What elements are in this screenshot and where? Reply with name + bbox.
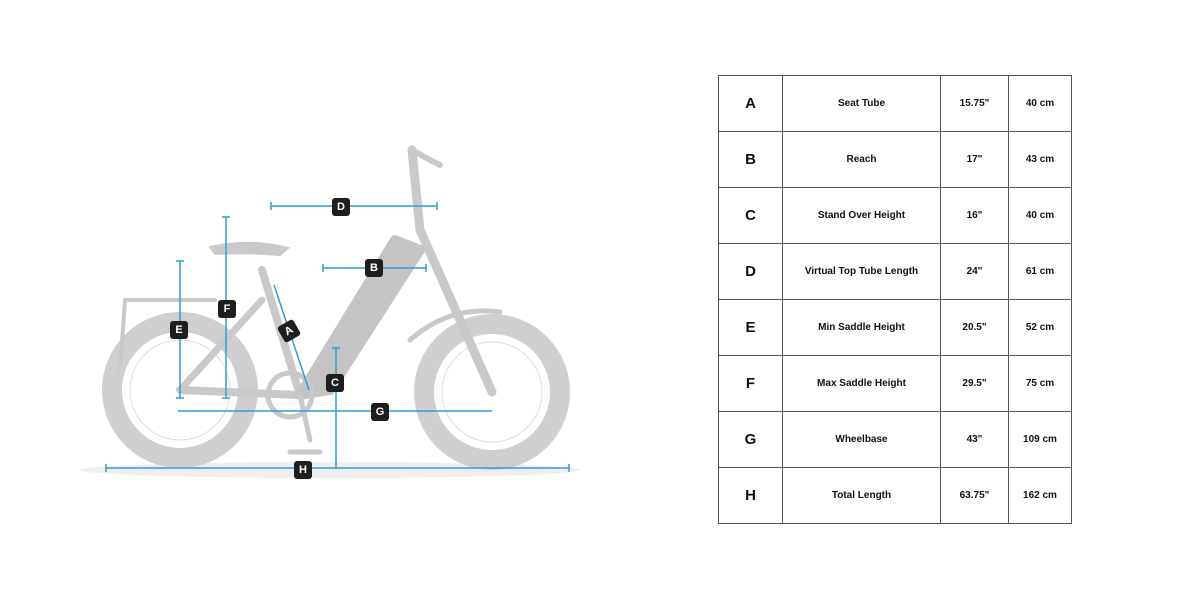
measurement-name: Seat Tube — [782, 75, 941, 132]
value-inches: 43" — [940, 411, 1009, 468]
measurement-name: Reach — [782, 131, 941, 188]
row-key: G — [718, 411, 783, 468]
value-cm: 109 cm — [1008, 411, 1072, 468]
value-cm: 75 cm — [1008, 355, 1072, 412]
measurement-name: Min Saddle Height — [782, 299, 941, 356]
value-inches: 15.75" — [940, 75, 1009, 132]
label-g: G — [371, 403, 389, 421]
measurement-name: Total Length — [782, 467, 941, 524]
row-key: F — [718, 355, 783, 412]
label-d: D — [332, 198, 350, 216]
value-cm: 61 cm — [1008, 243, 1072, 300]
front-wheel — [414, 314, 570, 470]
label-f: F — [218, 300, 236, 318]
value-inches: 17" — [940, 131, 1009, 188]
row-key: H — [718, 467, 783, 524]
fork — [407, 145, 497, 397]
row-key: A — [718, 75, 783, 132]
row-key: D — [718, 243, 783, 300]
value-cm: 40 cm — [1008, 75, 1072, 132]
crank — [265, 370, 315, 420]
value-cm: 162 cm — [1008, 467, 1072, 524]
value-inches: 29.5" — [940, 355, 1009, 412]
seat — [208, 241, 291, 257]
measurement-name: Stand Over Height — [782, 187, 941, 244]
measurement-name: Virtual Top Tube Length — [782, 243, 941, 300]
value-cm: 52 cm — [1008, 299, 1072, 356]
row-key: C — [718, 187, 783, 244]
bike-illustration — [80, 145, 580, 478]
measurement-name: Max Saddle Height — [782, 355, 941, 412]
measurement-name: Wheelbase — [782, 411, 941, 468]
row-key: B — [718, 131, 783, 188]
label-e: E — [170, 321, 188, 339]
value-inches: 20.5" — [940, 299, 1009, 356]
row-key: E — [718, 299, 783, 356]
value-inches: 63.75" — [940, 467, 1009, 524]
bike-diagram — [80, 145, 580, 478]
label-h: H — [294, 461, 312, 479]
value-inches: 16" — [940, 187, 1009, 244]
value-inches: 24" — [940, 243, 1009, 300]
measurement-lines — [105, 202, 570, 472]
value-cm: 43 cm — [1008, 131, 1072, 188]
down-tube — [295, 235, 425, 400]
value-cm: 40 cm — [1008, 187, 1072, 244]
label-c: C — [326, 374, 344, 392]
rear-rack — [118, 298, 217, 372]
label-b: B — [365, 259, 383, 277]
